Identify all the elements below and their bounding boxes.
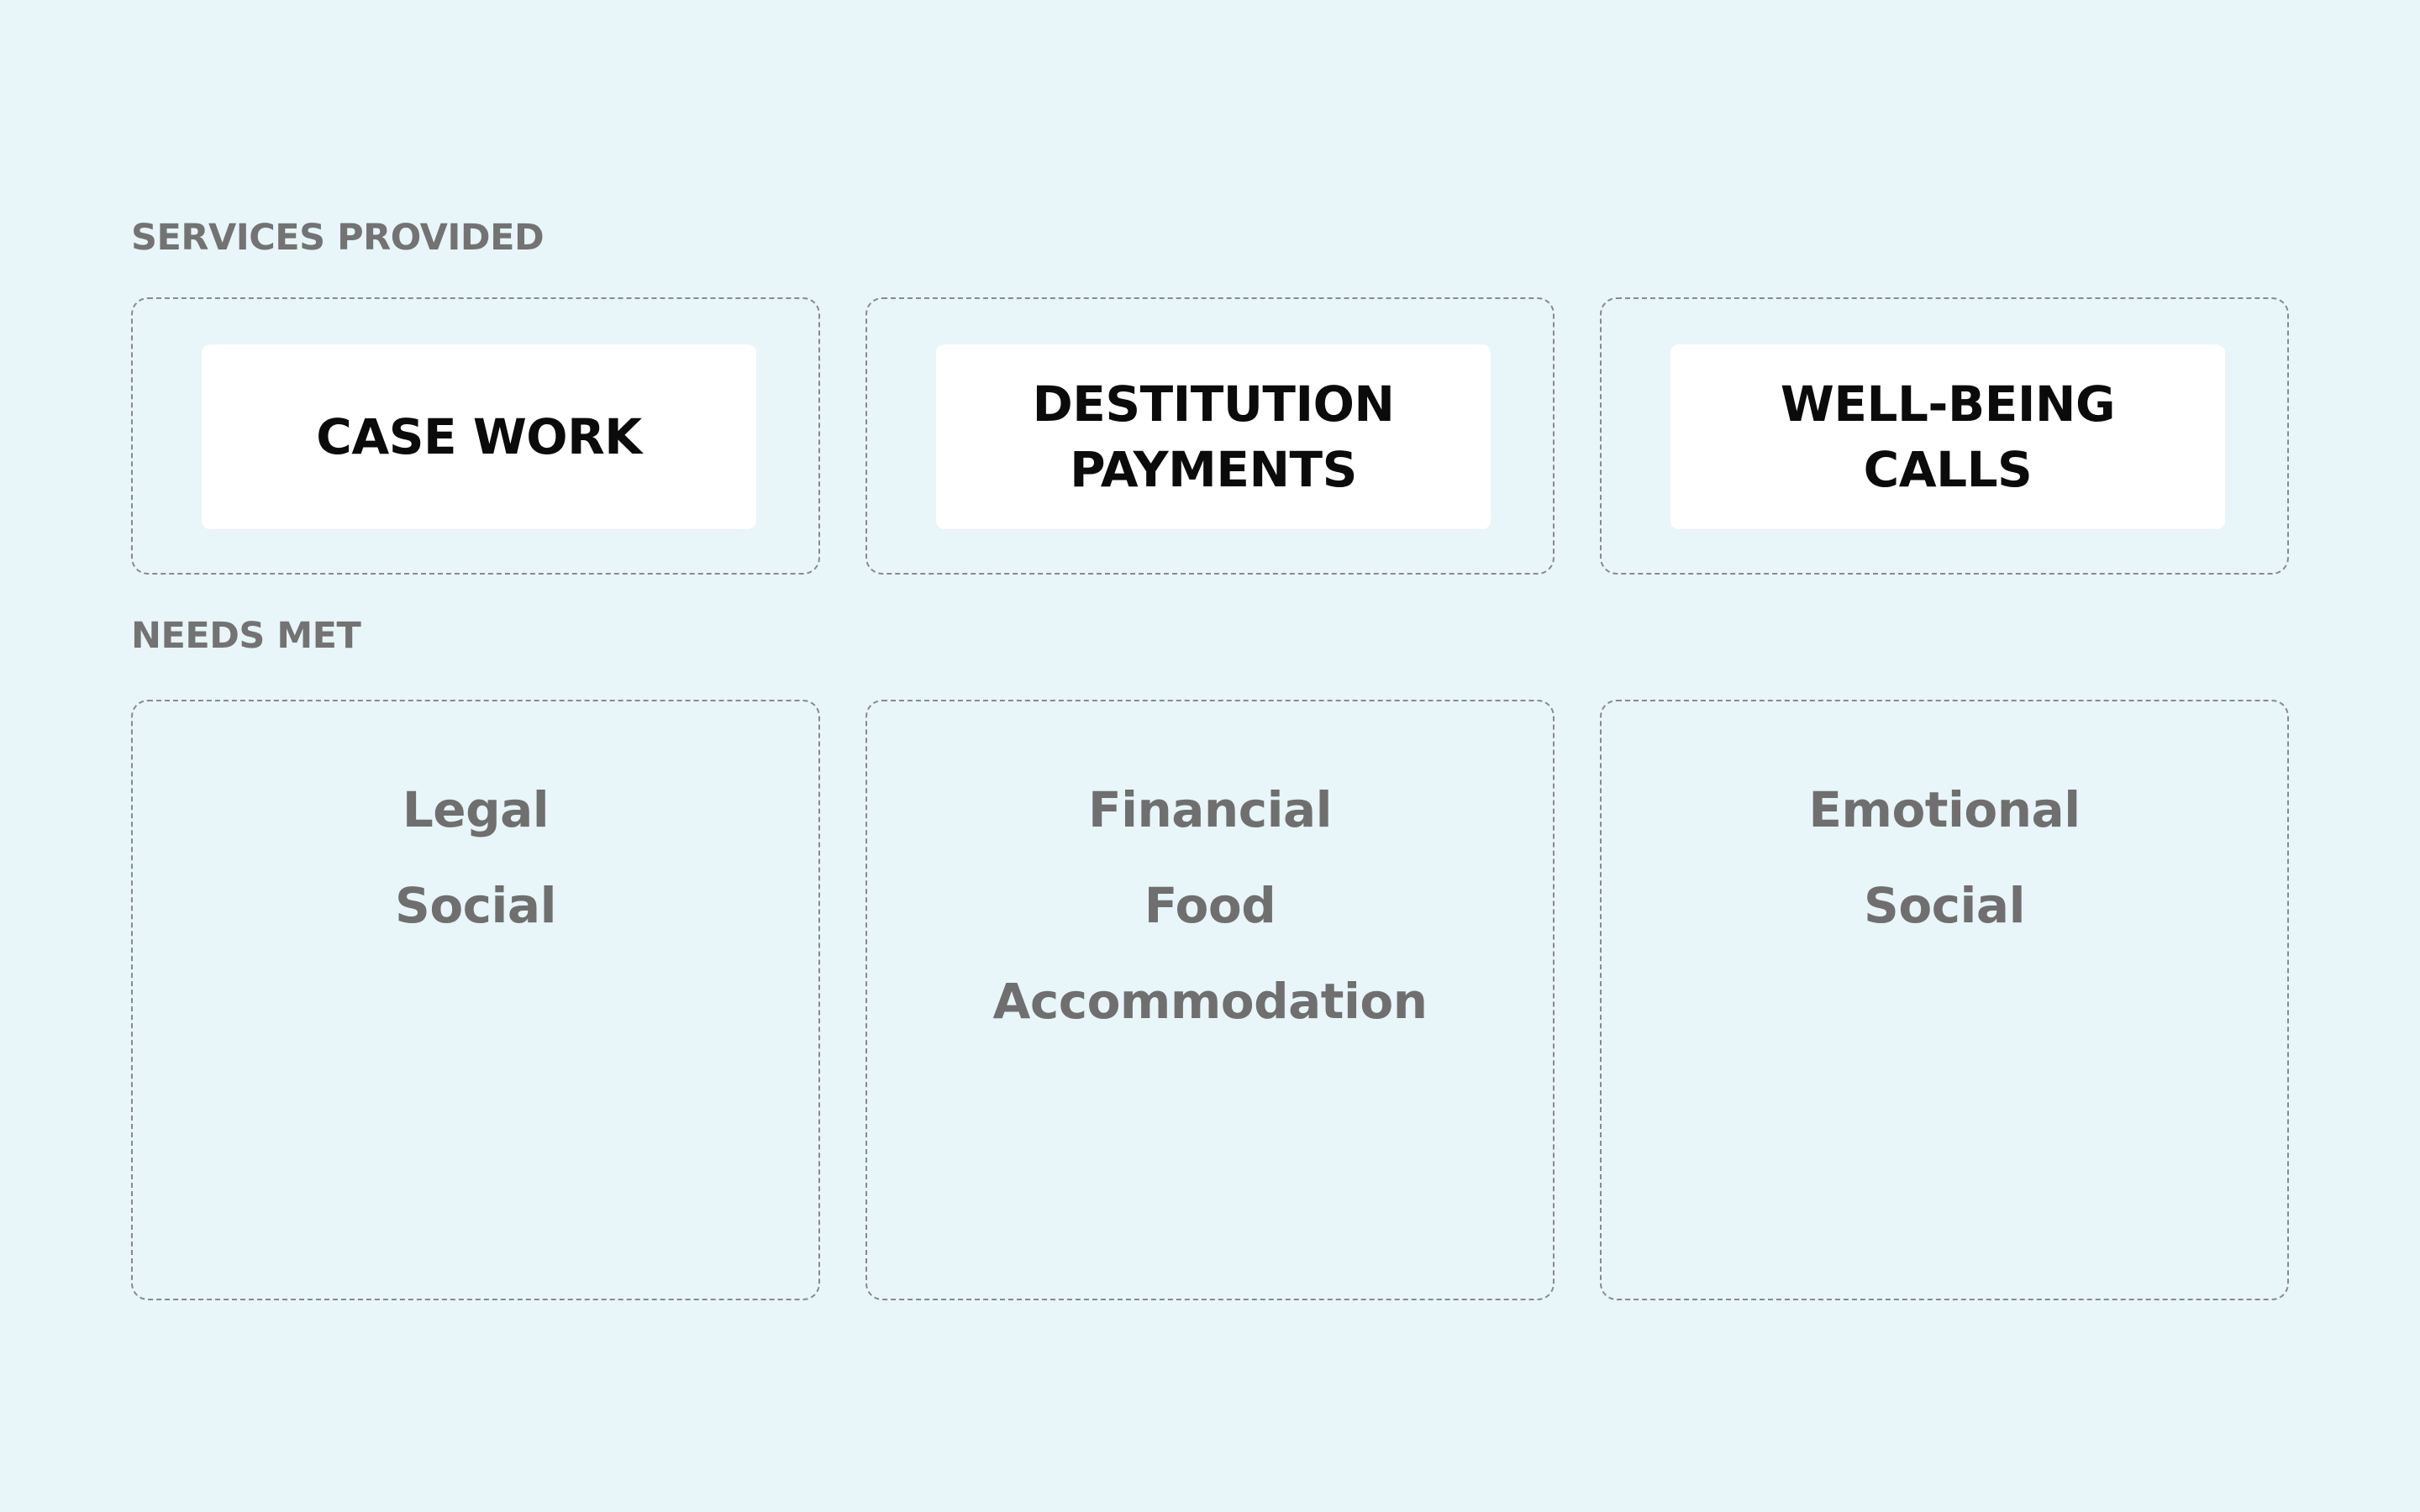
- service-column-case-work: CASE WORK: [131, 297, 820, 575]
- service-column-well-being-calls: WELL-BEING CALLS: [1600, 297, 2289, 575]
- need-item: Legal: [402, 781, 550, 838]
- need-item: Food: [1144, 877, 1276, 934]
- services-provided-heading: SERVICES PROVIDED: [131, 217, 544, 259]
- needs-met-heading: NEEDS MET: [131, 615, 361, 657]
- need-item: Social: [395, 877, 556, 934]
- need-item: Social: [1864, 877, 2025, 934]
- services-row: CASE WORK DESTITUTION PAYMENTS WELL-BEIN…: [131, 297, 2289, 575]
- need-item: Accommodation: [992, 973, 1428, 1030]
- service-label: CASE WORK: [316, 408, 642, 465]
- needs-list: Legal Social: [133, 762, 818, 953]
- needs-row: Legal Social Financial Food Accommodatio…: [131, 700, 2289, 1300]
- service-label: WELL-BEING CALLS: [1780, 375, 2116, 498]
- needs-column-case-work: Legal Social: [131, 700, 820, 1300]
- needs-column-well-being-calls: Emotional Social: [1600, 700, 2289, 1300]
- need-item: Emotional: [1808, 781, 2081, 838]
- needs-column-destitution-payments: Financial Food Accommodation: [865, 700, 1555, 1300]
- service-label: DESTITUTION PAYMENTS: [1032, 375, 1395, 498]
- needs-list: Emotional Social: [1602, 762, 2287, 953]
- service-card-destitution-payments: DESTITUTION PAYMENTS: [936, 344, 1491, 529]
- service-card-case-work: CASE WORK: [202, 344, 756, 529]
- service-card-well-being-calls: WELL-BEING CALLS: [1670, 344, 2225, 529]
- needs-list: Financial Food Accommodation: [867, 762, 1553, 1049]
- service-column-destitution-payments: DESTITUTION PAYMENTS: [865, 297, 1555, 575]
- need-item: Financial: [1087, 781, 1333, 838]
